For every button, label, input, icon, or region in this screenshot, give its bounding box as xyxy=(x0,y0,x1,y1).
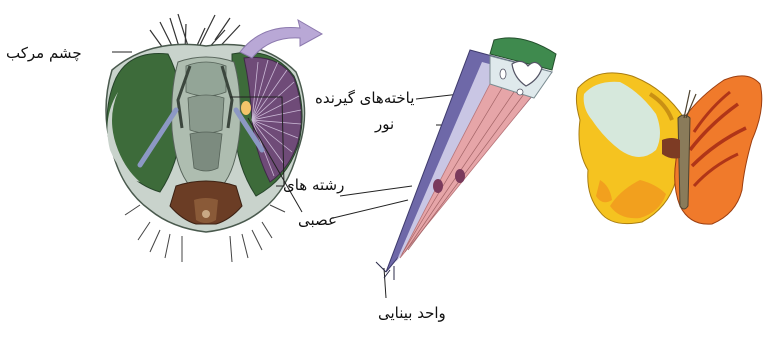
nerve-fibers-label: رشته های xyxy=(283,178,344,193)
fly-head-icon xyxy=(106,14,305,262)
photoreceptor-label: یاخته‌های گیرنده xyxy=(315,91,414,106)
compound-eye-label: چشم مرکب xyxy=(6,46,82,61)
butterfly-icon xyxy=(576,73,761,224)
ommatidium-icon xyxy=(376,38,556,280)
visual-unit-label: واحد بینایی xyxy=(378,306,446,321)
photoreceptor-label-line2: نور xyxy=(375,117,394,132)
nerve-fibers-label-line2: عصبی xyxy=(298,213,337,228)
curved-arrow-icon xyxy=(240,20,322,58)
